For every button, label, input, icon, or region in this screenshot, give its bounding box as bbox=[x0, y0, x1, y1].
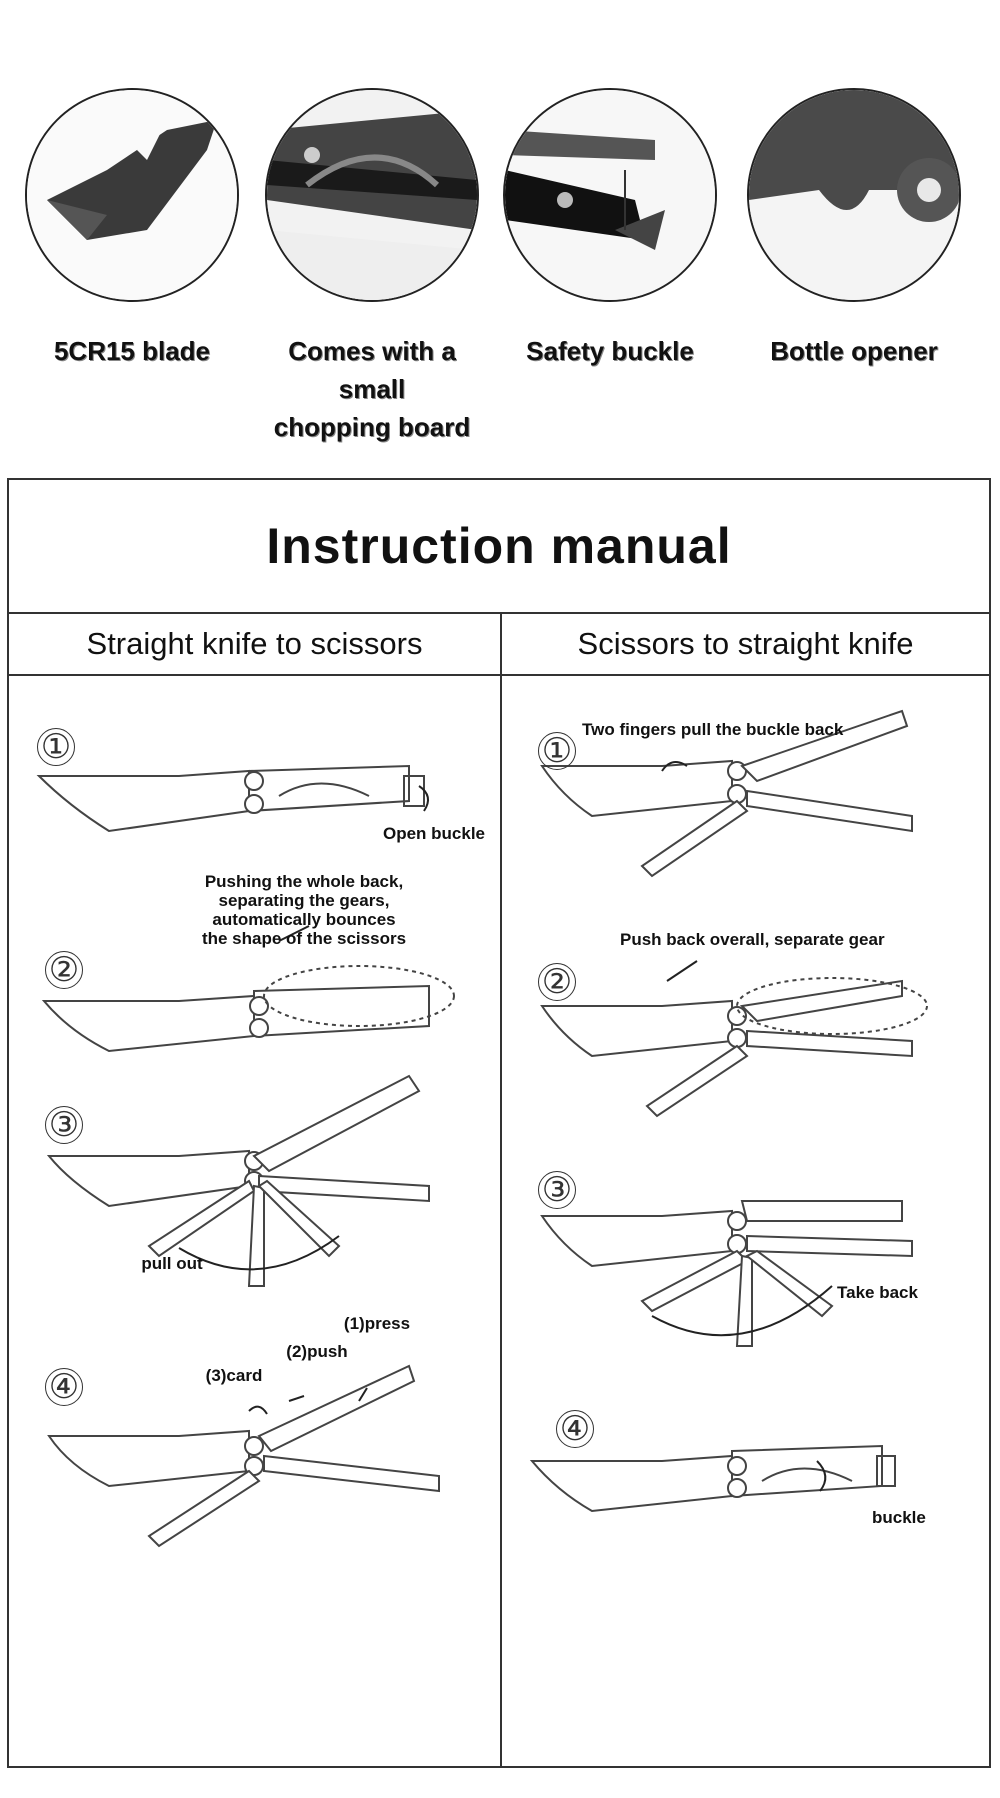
step-number: ① bbox=[538, 732, 576, 770]
step-number: ③ bbox=[45, 1106, 83, 1144]
feature-label: 5CR15 blade bbox=[53, 336, 211, 366]
feature-label: Comes with a small chopping board bbox=[273, 336, 471, 442]
right-column-heading: Scissors to straight knife bbox=[502, 614, 989, 676]
bottle-opener-closeup-icon bbox=[747, 88, 961, 302]
feature-blade: 5CR15 blade bbox=[22, 88, 242, 370]
annotation-take-back: Take back bbox=[837, 1283, 918, 1302]
chopping-board-closeup-icon bbox=[265, 88, 479, 302]
annotation-pushing: Pushing the whole back, separating the g… bbox=[201, 872, 407, 948]
left-diagram-illustration bbox=[36, 764, 455, 1548]
column-divider bbox=[500, 614, 502, 1768]
step-number: ② bbox=[45, 951, 83, 989]
feature-label: Safety buckle bbox=[526, 336, 694, 366]
left-column-heading: Straight knife to scissors bbox=[9, 614, 500, 676]
annotation-pull-out: pull out bbox=[141, 1254, 203, 1273]
step-number: ③ bbox=[538, 1171, 576, 1209]
left-steps-panel: ① ② ③ ④ Open buckle Pushing the whole ba… bbox=[9, 676, 500, 1768]
right-steps-panel: ① ② ③ ④ Two fingers pull the buckle back… bbox=[502, 676, 989, 1768]
annotation-card: (3)card bbox=[205, 1366, 263, 1385]
feature-chopping-board: Comes with a small chopping board bbox=[262, 88, 482, 446]
step-number: ② bbox=[538, 963, 576, 1001]
annotation-push: (2)push bbox=[286, 1342, 348, 1361]
step-number: ④ bbox=[45, 1368, 83, 1406]
right-diagram-illustration bbox=[529, 709, 928, 1513]
feature-bottle-opener: Bottle opener bbox=[744, 88, 964, 370]
annotation-push-back: Push back overall, separate gear bbox=[620, 930, 885, 949]
feature-safety-buckle: Safety buckle bbox=[500, 88, 720, 370]
annotation-open-buckle: Open buckle bbox=[382, 824, 486, 843]
step-number: ① bbox=[37, 728, 75, 766]
feature-label: Bottle opener bbox=[770, 336, 938, 366]
annotation-buckle: buckle bbox=[872, 1508, 926, 1527]
feature-strip: 5CR15 blade Comes with a small chopping … bbox=[0, 0, 1000, 442]
blade-closeup-icon bbox=[25, 88, 239, 302]
instruction-manual: Instruction manual Straight knife to sci… bbox=[7, 478, 991, 1768]
annotation-two-fingers: Two fingers pull the buckle back bbox=[582, 720, 844, 739]
step-number: ④ bbox=[556, 1410, 594, 1448]
annotation-press: (1)press bbox=[343, 1314, 411, 1333]
manual-title: Instruction manual bbox=[9, 480, 989, 614]
safety-buckle-closeup-icon bbox=[503, 88, 717, 302]
